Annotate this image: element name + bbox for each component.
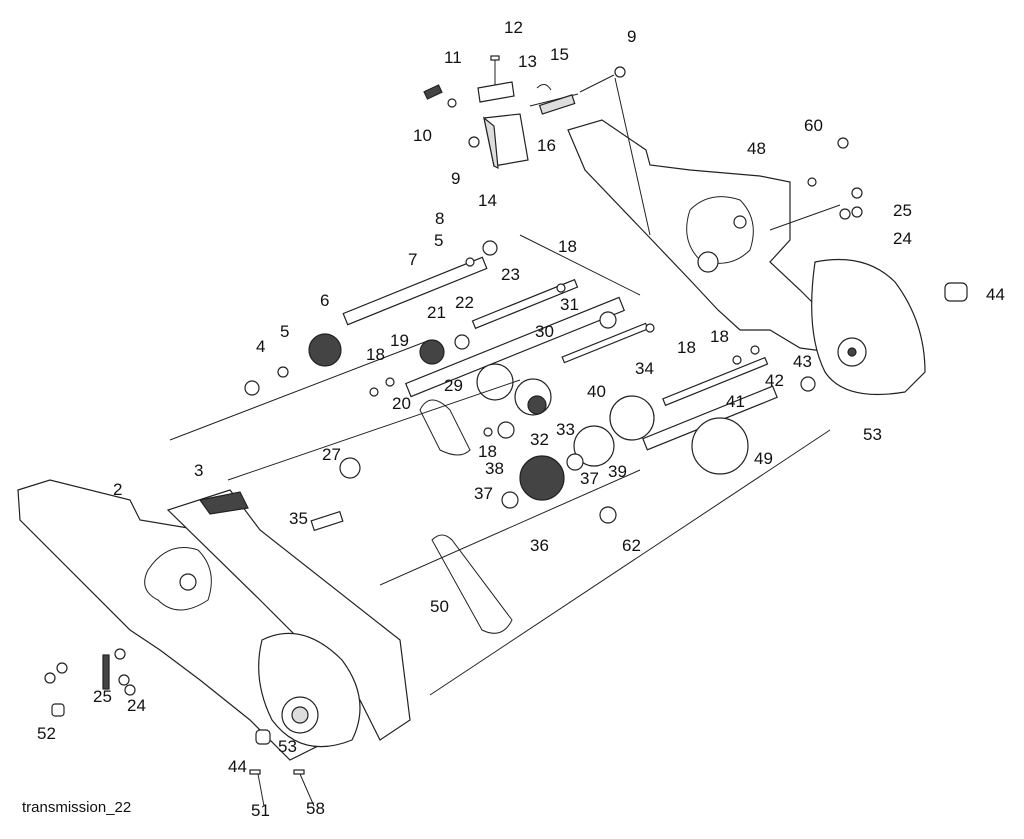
callout-21: 21 <box>427 303 446 322</box>
callout-11: 11 <box>444 48 462 67</box>
callout-39: 39 <box>608 462 627 481</box>
callout-41: 41 <box>726 392 745 411</box>
right-housing-plate <box>567 119 863 353</box>
diagram-caption: transmission_22 <box>22 799 132 816</box>
callout-38: 38 <box>485 459 504 478</box>
callout-4: 4 <box>256 337 266 356</box>
callout-18-left: 18 <box>366 345 385 364</box>
callout-53-right: 53 <box>863 425 882 444</box>
callout-14: 14 <box>478 191 497 210</box>
callout-3: 3 <box>194 461 204 480</box>
callout-18-lower: 18 <box>478 442 497 461</box>
callout-62: 62 <box>622 536 641 555</box>
callout-40: 40 <box>587 382 606 401</box>
callout-27: 27 <box>322 445 341 464</box>
callout-18-right: 18 <box>710 327 729 346</box>
shafts-and-gears <box>244 240 816 634</box>
callout-34: 34 <box>635 359 654 378</box>
callout-37-right: 37 <box>580 469 599 488</box>
callout-44-left: 44 <box>228 757 247 776</box>
callout-16: 16 <box>537 136 556 155</box>
callout-49: 49 <box>754 449 773 468</box>
callout-32: 32 <box>530 430 549 449</box>
callout-23: 23 <box>501 265 520 284</box>
callout-33: 33 <box>556 420 575 439</box>
callout-37-left: 37 <box>474 484 493 503</box>
callout-48: 48 <box>747 139 766 158</box>
callout-15: 15 <box>550 45 569 64</box>
left-fastener-set <box>44 648 315 807</box>
callout-53-left: 53 <box>278 737 297 756</box>
right-end-cover <box>811 258 968 396</box>
callout-25-right: 25 <box>893 201 912 220</box>
callout-36: 36 <box>530 536 549 555</box>
callout-6: 6 <box>320 291 330 310</box>
callout-52: 52 <box>37 724 56 743</box>
callout-5-top: 5 <box>434 231 444 250</box>
callout-20: 20 <box>392 394 411 413</box>
leader-lines <box>169 77 841 696</box>
callout-7: 7 <box>408 250 418 269</box>
callout-43: 43 <box>793 352 812 371</box>
callout-24-left: 24 <box>127 696 146 715</box>
callout-19: 19 <box>390 331 409 350</box>
callout-22: 22 <box>455 293 474 312</box>
callout-2: 2 <box>113 480 123 499</box>
callout-18-mid: 18 <box>677 338 696 357</box>
callout-51: 51 <box>251 801 270 820</box>
callout-12: 12 <box>504 18 523 37</box>
callout-5: 5 <box>280 322 290 341</box>
callout-58: 58 <box>306 799 325 818</box>
callout-31: 31 <box>560 295 579 314</box>
callout-29: 29 <box>444 376 463 395</box>
callout-24-right: 24 <box>893 229 912 248</box>
callout-50: 50 <box>430 597 449 616</box>
left-cover <box>166 489 411 748</box>
callout-18-top: 18 <box>558 237 577 256</box>
callout-8: 8 <box>435 209 445 228</box>
callout-42: 42 <box>765 371 784 390</box>
callout-9-lower: 9 <box>451 169 461 188</box>
callout-35: 35 <box>289 509 308 528</box>
callout-10: 10 <box>413 126 432 145</box>
callout-9: 9 <box>627 27 637 46</box>
shifter-assembly <box>423 55 626 170</box>
callout-30: 30 <box>535 322 554 341</box>
callout-25-left: 25 <box>93 687 112 706</box>
callout-44-right: 44 <box>986 285 1005 304</box>
callout-60: 60 <box>804 116 823 135</box>
callout-13: 13 <box>518 52 537 71</box>
